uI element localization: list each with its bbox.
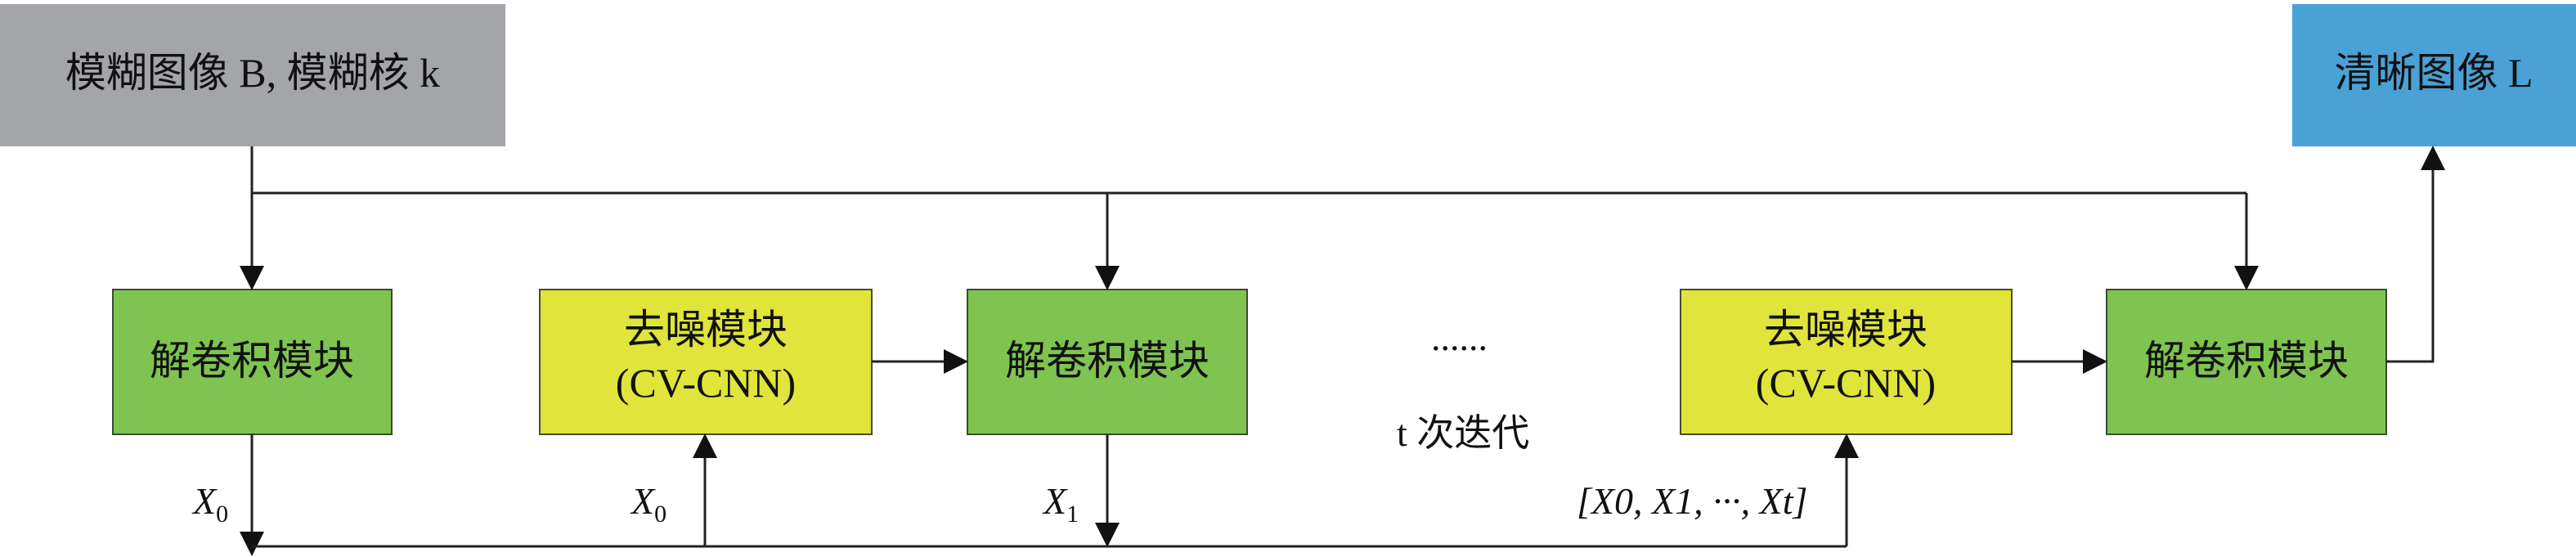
input-box [0, 4, 505, 146]
deconv-module-t [2106, 289, 2387, 435]
output-box [2292, 4, 2576, 146]
iterations-label: t 次迭代 [1397, 412, 1529, 454]
denoise-module-t [1680, 289, 2013, 435]
denoise-module-t-label: 去噪模块 [1764, 307, 1928, 353]
deconv-module-2-label: 解卷积模块 [1005, 338, 1209, 384]
x0-output-label: X0 [191, 480, 228, 528]
output-label: 清晰图像 L [2334, 50, 2533, 96]
deconv-module-1-label: 解卷积模块 [150, 338, 354, 384]
denoise-module-t-sublabel: (CV-CNN) [1756, 360, 1936, 406]
ellipsis-label: ...... [1431, 317, 1488, 358]
deconv-module-2 [967, 289, 1248, 435]
denoise-module-1-label: 去噪模块 [624, 307, 788, 353]
deconv-module-t-label: 解卷积模块 [2144, 338, 2349, 384]
x1-output-label: X1 [1042, 480, 1079, 528]
stacked-inputs-label: [X0, X1, ···, Xt] [1577, 480, 1807, 522]
x0-input-label: X0 [630, 480, 666, 528]
input-label: 模糊图像 B, 模糊核 k [65, 50, 440, 96]
denoise-module-1-sublabel: (CV-CNN) [616, 360, 796, 406]
arrow-deconvt-to-output [2386, 146, 2445, 363]
